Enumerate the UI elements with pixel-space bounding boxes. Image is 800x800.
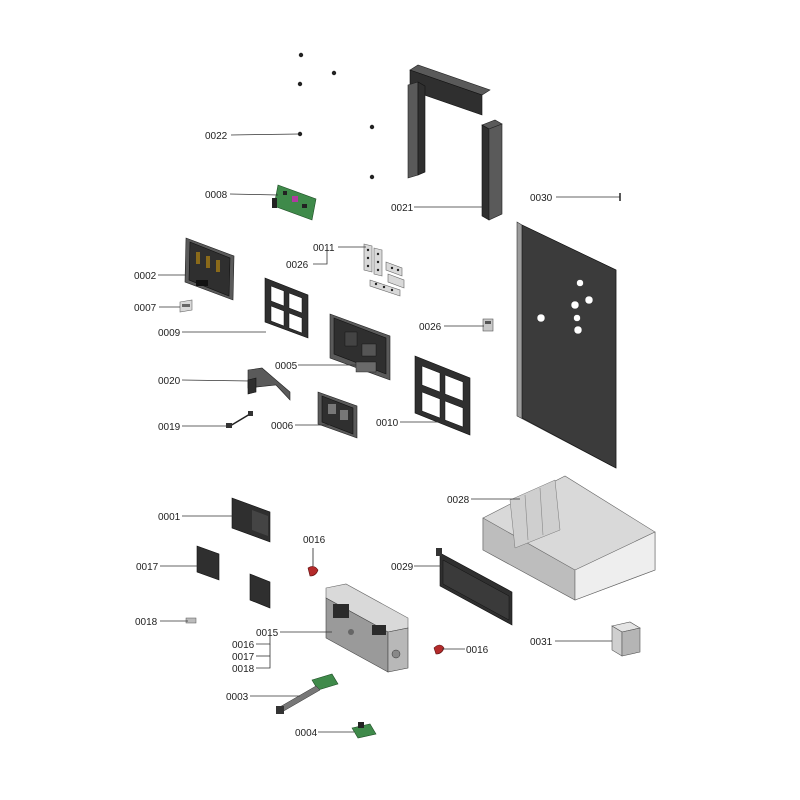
label-0026-b: 0026 — [419, 322, 442, 333]
control-housing-0015 — [325, 583, 409, 673]
label-0010: 0010 — [376, 418, 399, 429]
label-0030: 0030 — [530, 193, 553, 204]
clip-0026 — [482, 318, 494, 332]
label-0002: 0002 — [134, 271, 157, 282]
panel-0001 — [231, 497, 271, 543]
label-0029: 0029 — [391, 562, 414, 573]
front-panel-0029 — [436, 548, 513, 626]
label-0016-a: 0016 — [303, 535, 326, 546]
small-panel — [249, 573, 271, 609]
rod-0030 — [556, 193, 621, 201]
frame-0009 — [264, 277, 309, 339]
label-0004: 0004 — [295, 728, 318, 739]
pcb-0008 — [272, 184, 317, 221]
bracket-0020 — [247, 367, 291, 401]
label-0020: 0020 — [158, 376, 181, 387]
label-0019: 0019 — [158, 422, 181, 433]
pcb-0004 — [351, 722, 377, 739]
label-0026-a: 0026 — [286, 260, 309, 271]
back-panel — [516, 221, 617, 469]
frame-0010 — [414, 355, 471, 436]
label-0011: 0011 — [313, 243, 335, 254]
connector-0016-upper — [307, 548, 319, 577]
cover-0017 — [196, 545, 220, 581]
connector-0016-right — [433, 644, 445, 655]
label-0003: 0003 — [226, 692, 249, 703]
label-0016-b: 0016 — [232, 640, 255, 651]
label-0016-c: 0016 — [466, 645, 489, 656]
label-0028: 0028 — [447, 495, 470, 506]
frame-rails-0021 — [407, 64, 503, 221]
ribbon-cable-0003 — [276, 673, 339, 714]
label-0006: 0006 — [271, 421, 294, 432]
terminal-blocks-0011 — [363, 243, 405, 297]
label-0018-a: 0018 — [135, 617, 158, 628]
label-0005: 0005 — [275, 361, 298, 372]
label-0008: 0008 — [205, 190, 228, 201]
screws-0022 — [297, 52, 375, 180]
label-0021: 0021 — [391, 203, 414, 214]
label-0018-b: 0018 — [232, 664, 255, 675]
cable-0019 — [226, 411, 253, 428]
board-0002 — [184, 237, 235, 301]
box-0031 — [611, 621, 641, 657]
label-0017-b: 0017 — [232, 652, 255, 663]
label-0009: 0009 — [158, 328, 181, 339]
label-0022: 0022 — [205, 131, 228, 142]
tray-0028 — [482, 475, 656, 601]
clip-0018 — [185, 617, 197, 624]
connector-0007 — [179, 299, 193, 313]
label-0017-a: 0017 — [136, 562, 159, 573]
label-0031: 0031 — [530, 637, 553, 648]
main-board-0005 — [329, 313, 391, 381]
label-0015: 0015 — [256, 628, 279, 639]
board-0006 — [317, 391, 358, 439]
label-0007: 0007 — [134, 303, 157, 314]
label-0001: 0001 — [158, 512, 181, 523]
